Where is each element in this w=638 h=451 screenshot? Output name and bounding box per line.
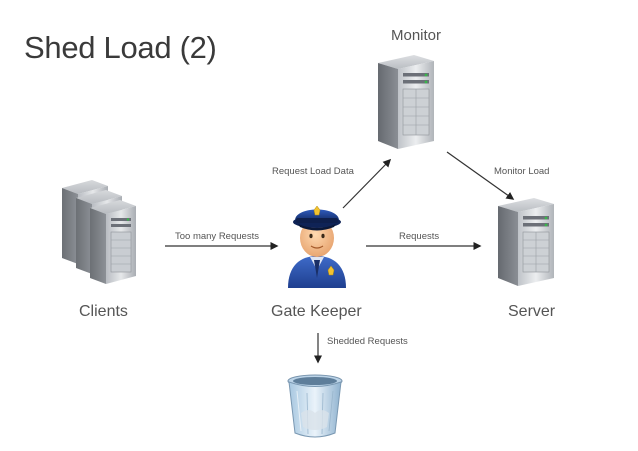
police-officer-icon (288, 205, 346, 288)
monitor-label: Monitor (391, 27, 442, 44)
slide-title: Shed Load (2) (24, 30, 217, 65)
arrow-monitor-to-server (446, 151, 515, 200)
clients-label: Clients (79, 303, 128, 320)
server-icon (498, 198, 554, 286)
edge-label-requests: Requests (399, 231, 440, 242)
edge-label-request-load-data: Request Load Data (272, 166, 354, 177)
arrow-gatekeeper-to-monitor (342, 158, 392, 209)
gatekeeper-label: Gate Keeper (271, 303, 362, 320)
edge-label-too-many-requests: Too many Requests (175, 231, 259, 242)
monitor-server-icon (378, 55, 434, 149)
edge-label-monitor-load: Monitor Load (494, 166, 550, 177)
server-rack-stack-icon (62, 180, 136, 284)
recycle-bin-icon (287, 374, 343, 438)
edge-label-shedded-requests: Shedded Requests (327, 336, 408, 347)
server-label: Server (508, 303, 556, 320)
